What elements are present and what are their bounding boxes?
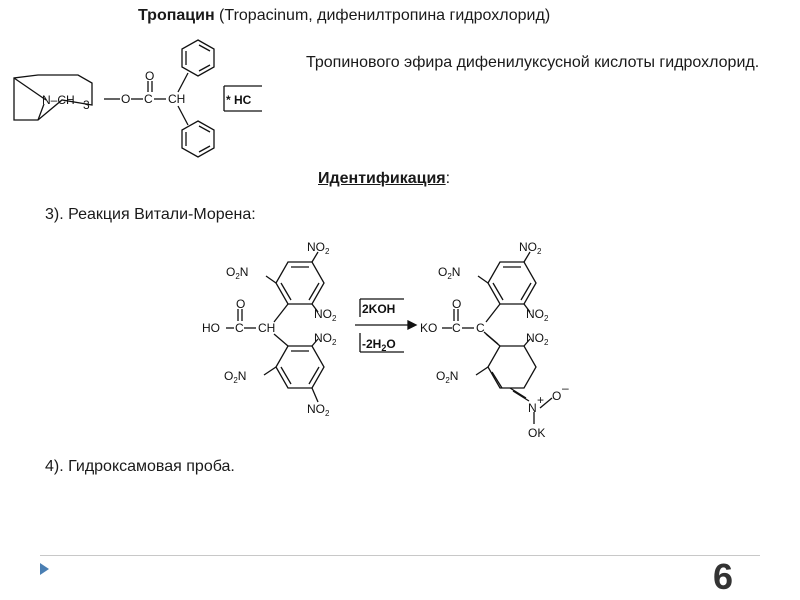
product-ring-upper — [487, 261, 537, 305]
product-o2n-lower: O2N — [436, 369, 458, 385]
identification-label: Идентификация — [318, 170, 446, 187]
tropane-skeleton — [13, 74, 93, 121]
bullet-arrow-icon — [40, 563, 49, 575]
product-no2-top: NO2 — [519, 240, 542, 256]
slide-title: Тропацин (Tropacinum, дифенилтропина гид… — [138, 7, 550, 25]
hcl-label: * HC — [226, 93, 252, 107]
reaction-item-4: 4). Гидроксамовая проба. — [45, 458, 235, 475]
reactant-carbon: C — [235, 321, 244, 335]
reactant-no2-bottom: NO2 — [307, 402, 330, 418]
ester-oxygen: O — [121, 92, 130, 106]
title-bold: Тропацин — [138, 7, 215, 24]
reagent-water: -2H2O — [362, 337, 396, 353]
reagent-koh: 2KOH — [362, 302, 395, 316]
methine-ch: CH — [168, 92, 185, 106]
carbonyl-carbon: C — [144, 92, 153, 106]
phenyl-ring-top — [181, 39, 215, 77]
identification-heading: Идентификация: — [318, 170, 450, 188]
reactant-no2-mid-lower: NO2 — [314, 331, 337, 347]
product-no2-mid-lower: NO2 — [526, 331, 549, 347]
product-c-double: C — [476, 321, 485, 335]
reactant-o2n-lower: O2N — [224, 369, 246, 385]
page-number: 6 — [713, 556, 734, 597]
product-o-minus: O — [552, 389, 561, 403]
product-o2n-upper: O2N — [438, 265, 460, 281]
reactant-no2-mid-upper: NO2 — [314, 307, 337, 323]
product-minus-charge: – — [562, 381, 569, 395]
product-carbon: C — [452, 321, 461, 335]
footer-divider — [40, 555, 760, 556]
title-rest: (Tropacinum, дифенилтропина гидрохлорид) — [214, 7, 551, 24]
product-carbonyl-oxygen: O — [452, 297, 461, 311]
product-ko: KO — [420, 321, 437, 335]
compound-description: Тропинового эфира дифенилуксусной кислот… — [306, 54, 760, 71]
phenyl-ring-bottom — [181, 120, 215, 158]
product-no2-mid-upper: NO2 — [526, 307, 549, 323]
reactant-ring-upper — [275, 261, 325, 305]
carbonyl-oxygen: O — [145, 69, 154, 83]
reactant-ring-lower — [275, 345, 325, 389]
n-methyl-subscript: 3 — [83, 98, 90, 112]
n-methyl-label: N–CH — [42, 93, 75, 107]
reactant-hydroxyl: HO — [202, 321, 220, 335]
reaction-item-3: 3). Реакция Витали-Морена: — [45, 206, 256, 223]
product-ring-quinoid — [487, 345, 537, 389]
reactant-carbonyl-oxygen: O — [236, 297, 245, 311]
identification-colon: : — [445, 170, 451, 187]
reactant-o2n-upper: O2N — [226, 265, 248, 281]
reactant-no2-top: NO2 — [307, 240, 330, 256]
product-n-plus: N — [528, 401, 537, 415]
reactant-ch: CH — [258, 321, 275, 335]
product-ok: OK — [528, 426, 545, 440]
product-plus-charge: + — [537, 393, 544, 407]
